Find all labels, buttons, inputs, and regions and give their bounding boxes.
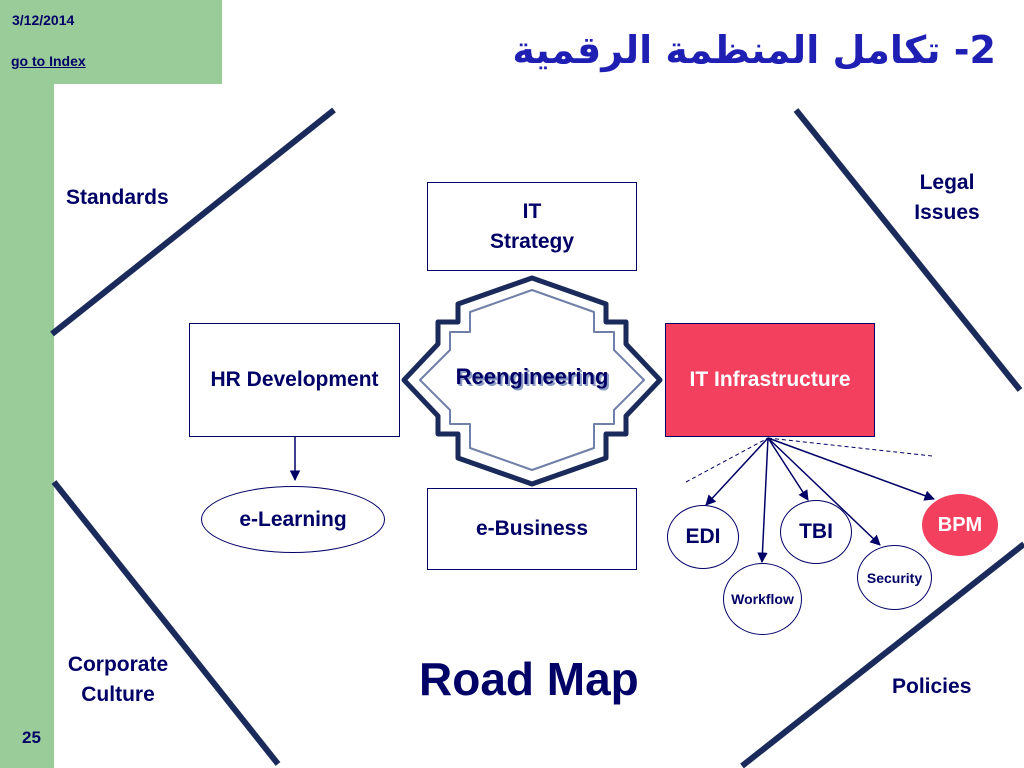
- arrow-to-edi: [705, 437, 769, 506]
- label-legal-issues: Legal Issues: [914, 171, 980, 224]
- go-to-index-link[interactable]: go to Index: [11, 53, 86, 69]
- diagonal-line-bottom-left: [51, 480, 281, 766]
- diagonal-line-top-right: [793, 108, 1023, 392]
- arrow-to-workflow: [757, 437, 769, 564]
- slide-title: 2- تكامل المنظمة الرقمية: [512, 28, 996, 72]
- node-it-infrastructure: IT Infrastructure: [665, 323, 875, 437]
- arrow-to-tbi: [767, 437, 809, 501]
- node-tbi-label: TBI: [799, 520, 833, 543]
- label-reengineering: Reengineering: [455, 364, 609, 389]
- dashed-line-left: [685, 437, 769, 483]
- arrow-to-bpm: [767, 437, 935, 501]
- reengineering-cross-arrow: [401, 275, 663, 487]
- road-map-heading: Road Map: [419, 653, 639, 705]
- node-e-learning-label: e-Learning: [239, 507, 347, 531]
- node-workflow-label: Workflow: [731, 591, 794, 607]
- node-hr-development: HR Development: [189, 323, 400, 437]
- label-corporate-culture: Corporate Culture: [67, 653, 169, 706]
- node-it-infrastructure-label: IT Infrastructure: [689, 368, 851, 391]
- node-security: Security: [857, 545, 932, 610]
- node-it-strategy-label: IT Strategy: [489, 199, 575, 253]
- node-security-label: Security: [866, 569, 923, 586]
- slide-sidebar: [0, 0, 54, 768]
- reengineering-inner-outline: [419, 289, 645, 471]
- label-policies: Policies: [892, 675, 972, 698]
- node-e-business: e-Business: [427, 488, 637, 570]
- node-e-business-label: e-Business: [475, 517, 589, 540]
- diagonal-line-bottom-right: [740, 541, 1024, 768]
- label-standards: Standards: [66, 186, 169, 209]
- node-workflow: Workflow: [723, 563, 802, 635]
- node-hr-development-label: HR Development: [210, 368, 379, 391]
- arrow-to-security: [767, 437, 881, 546]
- node-bpm-label: BPM: [937, 513, 983, 536]
- node-e-learning: e-Learning: [201, 486, 385, 553]
- node-edi: EDI: [667, 505, 739, 569]
- page-number: 25: [22, 728, 41, 747]
- slide-date: 3/12/2014: [12, 12, 75, 28]
- node-tbi: TBI: [780, 500, 852, 564]
- slide-header-band: [0, 0, 222, 84]
- diagonal-line-top-left: [50, 107, 336, 337]
- node-bpm: BPM: [922, 494, 998, 556]
- node-it-strategy: IT Strategy: [427, 182, 637, 271]
- node-edi-label: EDI: [685, 525, 721, 548]
